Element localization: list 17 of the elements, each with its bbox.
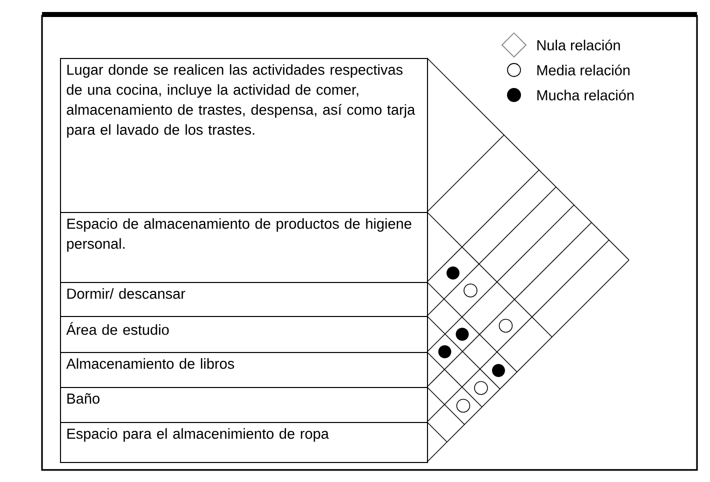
- legend-label: Media relación: [537, 64, 630, 76]
- row-label: Área de estudio: [66, 322, 169, 335]
- legend-label: Nula relación: [537, 40, 620, 50]
- row-label: Lugar donde se realicen las actividades respectivas de una cocina, incluye la actividad de comer, almacenamiento de trastes, despensa, así como tarja para el lavado de los trastes.: [66, 64, 416, 138]
- row-label: Baño: [67, 393, 100, 404]
- activity-row: [60, 212, 428, 283]
- row-label: Espacio para el almacenimiento de ropa: [67, 428, 329, 442]
- row-label: Dormir/ descansar: [67, 288, 186, 299]
- activity-row: [60, 422, 428, 463]
- activity-row: [60, 316, 428, 353]
- activity-row: [60, 352, 428, 388]
- legend-label: Mucha relación: [537, 90, 634, 100]
- activity-row: [60, 282, 428, 317]
- activity-row: [60, 58, 428, 213]
- activity-row: [60, 386, 428, 423]
- row-label: Almacenamiento de libros: [66, 358, 234, 369]
- row-label: Espacio de almacenamiento de productos de higiene personal.: [67, 218, 412, 252]
